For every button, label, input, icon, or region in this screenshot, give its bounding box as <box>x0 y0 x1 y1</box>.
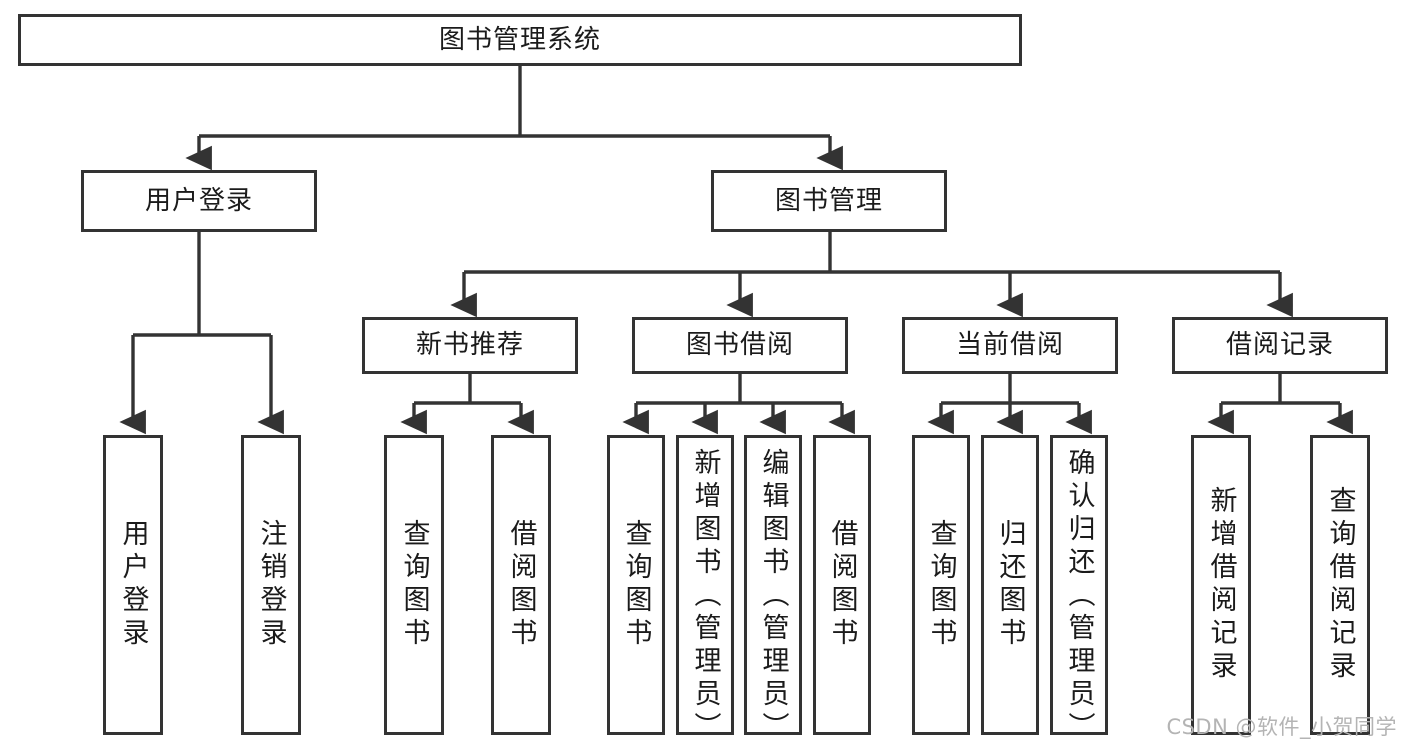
node-leaf-edit-book[interactable]: 编辑图书（管理员） <box>744 435 802 745</box>
node-leaf-logout[interactable]: 注销登录 <box>241 435 301 735</box>
node-leaf-user-login-label: 用户登录 <box>117 519 149 651</box>
node-leaf-confirm-return-label: 确认归还（管理员） <box>1063 448 1095 745</box>
node-book-management[interactable]: 图书管理 <box>711 170 947 232</box>
node-borrow-record[interactable]: 借阅记录 <box>1172 317 1388 374</box>
node-leaf-borrow-book-1[interactable]: 借阅图书 <box>491 435 551 735</box>
node-leaf-borrow-book-1-label: 借阅图书 <box>505 519 537 651</box>
node-book-management-label: 图书管理 <box>774 185 883 216</box>
node-leaf-query-record[interactable]: 查询借阅记录 <box>1310 435 1370 735</box>
node-current-borrow[interactable]: 当前借阅 <box>902 317 1118 374</box>
node-new-book-recommend-label: 新书推荐 <box>415 330 524 361</box>
node-leaf-query-book-2-label: 查询图书 <box>620 519 652 651</box>
node-leaf-add-record-label: 新增借阅记录 <box>1205 486 1237 684</box>
node-leaf-edit-book-label: 编辑图书（管理员） <box>757 448 789 745</box>
node-leaf-query-record-label: 查询借阅记录 <box>1324 486 1356 684</box>
node-leaf-query-book-3[interactable]: 查询图书 <box>912 435 970 735</box>
node-root[interactable]: 图书管理系统 <box>18 14 1022 66</box>
node-new-book-recommend[interactable]: 新书推荐 <box>362 317 578 374</box>
node-leaf-query-book-2[interactable]: 查询图书 <box>607 435 665 735</box>
node-leaf-query-book-1-label: 查询图书 <box>398 519 430 651</box>
node-leaf-logout-label: 注销登录 <box>255 519 287 651</box>
node-user-login[interactable]: 用户登录 <box>81 170 317 232</box>
node-leaf-add-record[interactable]: 新增借阅记录 <box>1191 435 1251 735</box>
node-leaf-add-book[interactable]: 新增图书（管理员） <box>676 435 734 745</box>
node-leaf-return-book[interactable]: 归还图书 <box>981 435 1039 735</box>
node-leaf-return-book-label: 归还图书 <box>994 519 1026 651</box>
node-leaf-query-book-3-label: 查询图书 <box>925 519 957 651</box>
node-borrow-record-label: 借阅记录 <box>1225 330 1334 361</box>
node-leaf-borrow-book-2[interactable]: 借阅图书 <box>813 435 871 735</box>
node-leaf-borrow-book-2-label: 借阅图书 <box>826 519 858 651</box>
node-root-label: 图书管理系统 <box>438 24 601 55</box>
node-leaf-confirm-return[interactable]: 确认归还（管理员） <box>1050 435 1108 745</box>
node-leaf-query-book-1[interactable]: 查询图书 <box>384 435 444 735</box>
node-user-login-label: 用户登录 <box>144 185 253 216</box>
node-book-borrow[interactable]: 图书借阅 <box>632 317 848 374</box>
node-leaf-add-book-label: 新增图书（管理员） <box>689 448 721 745</box>
node-leaf-user-login[interactable]: 用户登录 <box>103 435 163 735</box>
node-book-borrow-label: 图书借阅 <box>685 330 794 361</box>
watermark-text: CSDN @软件_小贺同学 <box>1166 715 1397 739</box>
node-current-borrow-label: 当前借阅 <box>955 330 1064 361</box>
